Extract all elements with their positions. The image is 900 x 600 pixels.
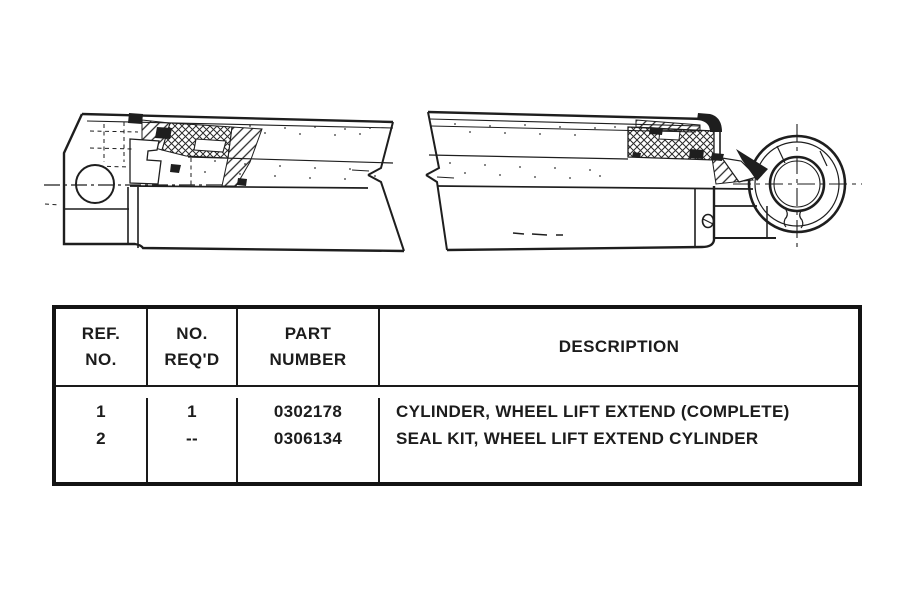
hidden-lines	[44, 122, 192, 206]
break-line	[367, 121, 394, 176]
break-line	[425, 174, 448, 251]
header-no-reqd: NO. REQ'D	[148, 309, 238, 385]
cell-no-reqd: 1	[187, 402, 197, 421]
stipple	[449, 123, 616, 179]
cell-part-number: 0302178	[273, 402, 343, 421]
header-ref-no: REF. NO.	[56, 309, 148, 385]
column-description: CYLINDER, WHEEL LIFT EXTEND (COMPLETE) S…	[380, 398, 858, 482]
seal-solids	[632, 127, 704, 159]
cell-ref-no: 2	[96, 429, 106, 448]
column-part-number: 0302178 0306134	[238, 398, 380, 482]
header-line: REF.	[81, 324, 121, 343]
cylinder-cutaway-diagram	[44, 110, 862, 253]
cell-ref-no: 1	[96, 402, 106, 421]
stipple	[204, 125, 376, 180]
header-line: DESCRIPTION	[558, 337, 680, 356]
cell-no-reqd: --	[186, 429, 198, 448]
cell-part-number: 0306134	[273, 429, 343, 448]
header-line: NUMBER	[269, 350, 347, 369]
cell-description: CYLINDER, WHEEL LIFT EXTEND (COMPLETE)	[396, 402, 790, 421]
table-header-row: REF. NO. NO. REQ'D PART NUMBER DESCRIPTI…	[56, 309, 858, 387]
header-line: NO.	[85, 350, 117, 369]
column-no-reqd: 1 --	[148, 398, 238, 482]
weld-fillet	[736, 149, 768, 181]
parts-table: REF. NO. NO. REQ'D PART NUMBER DESCRIPTI…	[52, 305, 862, 486]
table-body: 1 2 1 -- 0302178 0306134 CYLINDER, WHEEL…	[56, 387, 858, 482]
port-hole	[75, 164, 115, 204]
seal-solids	[128, 113, 247, 186]
cell-description: SEAL KIT, WHEEL LIFT EXTEND CYLINDER	[396, 429, 759, 448]
header-line: NO.	[176, 324, 208, 343]
eye-mount	[733, 124, 862, 252]
header-part-number: PART NUMBER	[238, 309, 380, 385]
surface-marks	[512, 232, 563, 236]
header-line: PART	[284, 324, 332, 343]
header-line: REQ'D	[164, 350, 220, 369]
break-line	[425, 111, 441, 176]
cylinder-barrel-section	[425, 110, 776, 252]
header-description: DESCRIPTION	[380, 309, 858, 385]
column-ref-no: 1 2	[56, 398, 148, 482]
cylinder-rod-end-section	[44, 112, 405, 253]
break-line	[367, 174, 405, 252]
